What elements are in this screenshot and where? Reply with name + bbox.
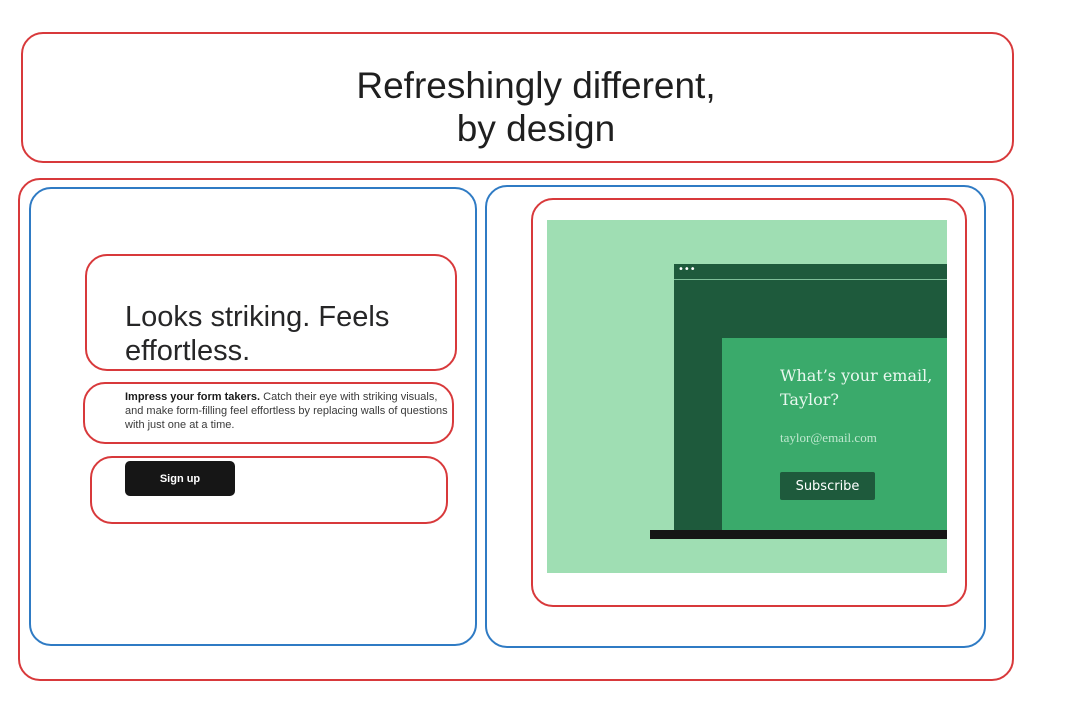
feature-section — [18, 178, 1014, 681]
header-section — [21, 32, 1014, 163]
product-illustration: ••• What’s your email, Taylor? taylor@em… — [547, 220, 947, 573]
feature-description: Impress your form takers. Catch their ey… — [125, 390, 455, 432]
text-column — [29, 187, 477, 646]
headline-line-2: by design — [456, 108, 616, 149]
form-question: What’s your email, Taylor? — [780, 366, 933, 409]
subscribe-button: Subscribe — [780, 472, 875, 500]
feature-heading: Looks striking. Feels effortless. — [125, 301, 390, 367]
illustration-wrapper — [531, 198, 967, 607]
page-headline: Refreshingly different, by design — [0, 64, 1072, 150]
feature-description-wrapper — [83, 382, 454, 444]
form-preview-card: What’s your email, Taylor? taylor@email.… — [722, 338, 947, 530]
sign-up-button[interactable]: Sign up — [125, 461, 235, 496]
feature-heading-wrapper — [85, 254, 457, 371]
headline-line-1: Refreshingly different, — [356, 65, 716, 106]
form-email-value: taylor@email.com — [780, 430, 877, 445]
window-dots-icon: ••• — [678, 264, 696, 275]
description-text: Catch their eye with striking visuals, a… — [125, 391, 448, 431]
browser-title-bar: ••• — [674, 264, 947, 280]
media-column — [485, 185, 986, 648]
desk-surface — [650, 530, 947, 539]
description-bold: Impress your form takers. — [125, 391, 261, 403]
cta-wrapper — [90, 456, 448, 524]
